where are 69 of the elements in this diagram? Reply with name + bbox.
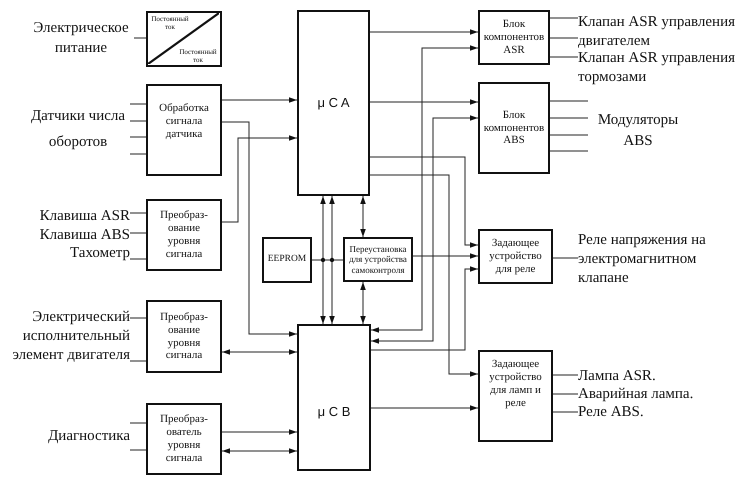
signal-line <box>130 120 146 122</box>
block-label: EEPROM <box>268 254 306 266</box>
arrow <box>370 174 478 377</box>
input-signal-label: Тахометр <box>70 244 130 263</box>
driver-block <box>478 229 553 284</box>
arrow <box>370 266 478 350</box>
signal-line <box>130 136 146 138</box>
block-label: Преобраз- ователь уровня сигнала <box>159 413 209 465</box>
arrow <box>370 405 478 411</box>
block-label: Переустановка для устройства самоконтроля <box>348 244 408 276</box>
arrow <box>222 97 298 103</box>
arrow <box>222 429 298 435</box>
arrow <box>329 196 335 324</box>
signal-line <box>130 212 146 214</box>
arrow <box>370 29 478 35</box>
arrow <box>370 45 478 333</box>
signal-line <box>130 258 146 260</box>
input-signal-label: Электрический исполнительный элемент двигателя <box>2 308 130 365</box>
component-block <box>478 82 550 174</box>
level-converter-block <box>146 403 222 475</box>
signal-line <box>552 374 578 376</box>
arrow <box>370 99 478 105</box>
input-signal-label: Клавиша ASR <box>40 207 130 226</box>
signal-line <box>130 422 146 424</box>
arrow <box>320 196 326 324</box>
arrow <box>222 349 298 355</box>
arrow <box>370 156 478 248</box>
signal-line <box>550 100 588 102</box>
signal-line <box>550 134 588 136</box>
output-signal-label: Лампа ASR. <box>578 367 656 386</box>
microcontroller-block <box>297 324 371 471</box>
signal-line <box>550 56 578 58</box>
block-label: μ C A <box>317 95 350 111</box>
arrow <box>370 115 478 344</box>
output-signal-label: Модуляторы ABS <box>588 100 688 152</box>
input-signal-label: Электрическое питание <box>28 18 134 58</box>
arrow <box>360 282 366 324</box>
block-label: Преобраз- ование уровня сигнала <box>159 209 209 261</box>
driver-block <box>478 350 553 442</box>
microcontroller-block <box>297 10 370 196</box>
component-block <box>478 10 550 65</box>
level-converter-block <box>146 199 222 271</box>
memory-block <box>262 237 312 283</box>
arrow <box>222 135 298 222</box>
arrow <box>222 448 298 454</box>
reset-block <box>343 237 413 282</box>
output-signal-label: Клапан ASR управления двигателем <box>578 13 744 51</box>
signal-processing-block <box>146 84 222 176</box>
output-signal-label: Реле ABS. <box>578 403 644 422</box>
arrow <box>222 122 298 337</box>
arrow <box>360 196 366 238</box>
output-signal-label: Клапан ASR управления тормозами <box>578 49 744 87</box>
input-signal-label: Диагностика <box>48 422 130 451</box>
input-signal-label: Клавиша ABS <box>40 226 130 245</box>
signal-line <box>130 360 146 362</box>
output-signal-label: Аварийная лампа. <box>578 385 694 404</box>
signal-line <box>130 232 146 234</box>
output-signal-label: Реле напряжения на электромагнитном клапане <box>578 231 740 288</box>
block-label: μ C B <box>318 404 350 420</box>
block-label: Задающее устройство для ламп и реле <box>488 358 543 410</box>
block-label: Задающее устройство для реле <box>488 237 543 276</box>
signal-line <box>550 150 588 152</box>
block-label: Обработка сигнала датчика <box>158 102 210 141</box>
input-signal-label: Датчики числа оборотов <box>26 103 130 155</box>
block-label: Блок компонентов ABS <box>482 108 546 148</box>
arrow <box>412 253 478 259</box>
block-label: Блок компонентов ASR <box>482 18 546 57</box>
level-converter-block <box>146 300 222 373</box>
block-label: Преобраз- ование уровня сигнала <box>159 310 209 362</box>
